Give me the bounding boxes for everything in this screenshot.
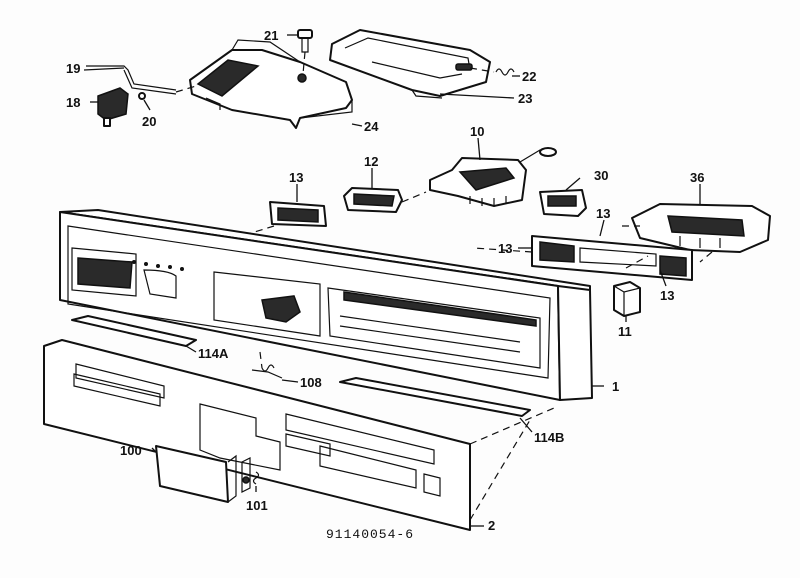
drawing-number: 91140054-6 — [326, 527, 414, 542]
part-108-spring-latch — [251, 351, 283, 379]
callout-24: 24 — [364, 119, 379, 134]
callout-101: 101 — [246, 498, 268, 513]
callout-36: 36 — [690, 170, 704, 185]
callout-18: 18 — [66, 95, 80, 110]
callout-13-right: 13 — [596, 206, 610, 221]
part-24-housing — [189, 39, 353, 129]
part-2-front-panel — [43, 339, 471, 531]
callout-12: 12 — [364, 154, 378, 169]
callout-2: 2 — [488, 518, 495, 533]
assembly-line — [469, 407, 555, 445]
part-100-door — [155, 445, 237, 503]
callout-10: 10 — [470, 124, 484, 139]
assembly-line — [473, 247, 533, 253]
callout-20: 20 — [142, 114, 156, 129]
callout-30: 30 — [594, 168, 608, 183]
assembly-line — [247, 225, 275, 235]
callout-13-left: 13 — [498, 241, 512, 256]
part-11-knob — [613, 281, 641, 317]
assembly-line — [625, 255, 649, 269]
callout-13-upper: 13 — [289, 170, 303, 185]
callout-19: 19 — [66, 61, 80, 76]
callout-100: 100 — [120, 443, 142, 458]
part-20-washer — [138, 92, 146, 100]
part-30-connector — [539, 189, 587, 217]
callout-23: 23 — [518, 91, 532, 106]
part-12-switch-block — [343, 187, 427, 213]
part-23-cover — [329, 29, 491, 99]
part-18-switch — [97, 87, 129, 127]
part-114A-strip — [71, 315, 197, 347]
part-1-control-panel — [59, 209, 593, 401]
part-19-rod — [86, 65, 197, 95]
part-22-spring — [469, 67, 515, 76]
callout-22: 22 — [522, 69, 536, 84]
callout-114A: 114A — [198, 346, 229, 361]
callout-21: 21 — [264, 28, 278, 43]
part-36-board — [622, 203, 771, 263]
leader-lines — [83, 34, 701, 527]
part-13-bezel-upper — [269, 201, 327, 227]
part-114B-strip — [339, 377, 531, 417]
callout-114B: 114B — [534, 430, 564, 445]
assembly-line — [469, 419, 531, 521]
part-101-springs — [241, 457, 260, 493]
callout-108: 108 — [300, 375, 322, 390]
callout-11: 11 — [618, 324, 632, 339]
part-13-display-bezel — [531, 235, 693, 281]
callout-13-lower: 13 — [660, 288, 674, 303]
callout-1: 1 — [612, 379, 619, 394]
part-21-screw — [297, 29, 313, 75]
part-10-module — [429, 147, 557, 207]
